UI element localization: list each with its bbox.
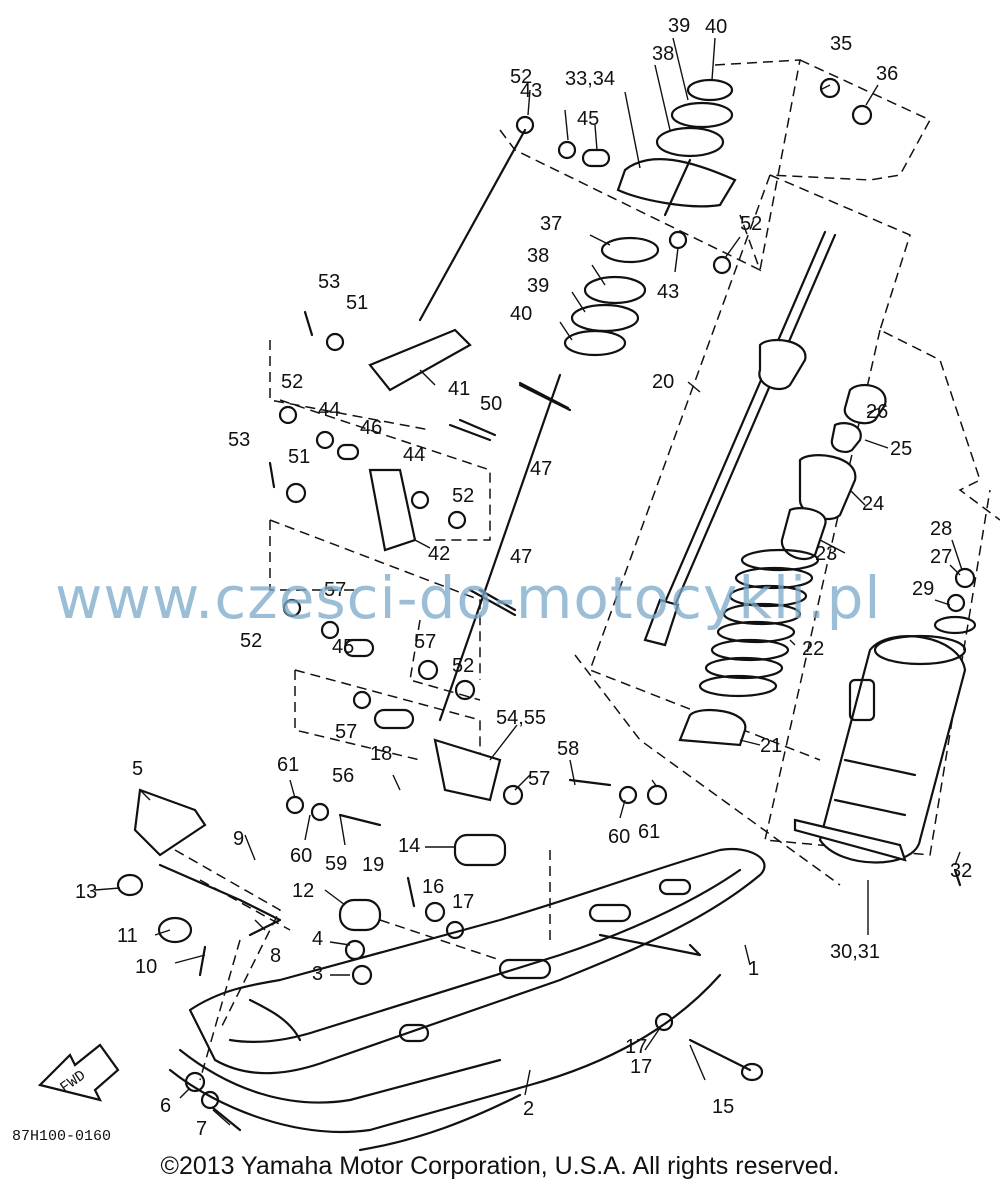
part-callout: 17 xyxy=(452,891,474,913)
part-callout: 12 xyxy=(292,880,314,902)
part-callout: 56 xyxy=(332,765,354,787)
rubber-boot xyxy=(793,634,967,864)
drawing-code: 87H100-0160 xyxy=(12,1128,111,1145)
part-callout: 32 xyxy=(950,860,972,882)
shock-absorber xyxy=(643,230,887,747)
part-callout: 37 xyxy=(540,213,562,235)
part-callout: 17 xyxy=(630,1056,652,1078)
part-callout: 30,31 xyxy=(830,941,880,963)
part-callout: 2 xyxy=(523,1098,534,1120)
part-callout: 40 xyxy=(705,16,727,38)
part-callout: 39 xyxy=(527,275,549,297)
part-callout: 38 xyxy=(652,43,674,65)
part-callout: 51 xyxy=(288,446,310,468)
part-callout: 42 xyxy=(428,543,450,565)
part-callout: 44 xyxy=(403,444,425,466)
part-callout: 46 xyxy=(360,417,382,439)
part-callout: 6 xyxy=(160,1095,171,1117)
part-callout: 15 xyxy=(712,1096,734,1118)
part-callout: 44 xyxy=(318,399,340,421)
part-callout: 60 xyxy=(608,826,630,848)
part-callout: 1 xyxy=(748,958,759,980)
part-callout: 29 xyxy=(912,578,934,600)
part-callout: 52 xyxy=(452,485,474,507)
part-callout: 10 xyxy=(135,956,157,978)
part-callout: 21 xyxy=(760,735,782,757)
part-callout: 33,34 xyxy=(565,68,615,90)
part-callout: 4 xyxy=(312,928,323,950)
part-callout: 45 xyxy=(332,636,354,658)
part-callout: 16 xyxy=(422,876,444,898)
part-callout: 47 xyxy=(510,546,532,568)
part-callout: 61 xyxy=(277,754,299,776)
part-callout: 53 xyxy=(318,271,340,293)
forward-arrow-icon: FWD xyxy=(37,1043,120,1102)
part-callout: 60 xyxy=(290,845,312,867)
part-callout: 24 xyxy=(862,493,884,515)
ski-assembly xyxy=(168,847,766,1152)
part-callout: 51 xyxy=(346,292,368,314)
part-callout: 18 xyxy=(370,743,392,765)
part-callout: 58 xyxy=(557,738,579,760)
part-callout: 59 xyxy=(325,853,347,875)
part-callout: 45 xyxy=(577,108,599,130)
part-callout: 41 xyxy=(448,378,470,400)
callout-labels: 1234567891011121314151617171718192021222… xyxy=(75,15,972,1140)
part-callout: 5 xyxy=(132,758,143,780)
copyright-notice: ©2013 Yamaha Motor Corporation, U.S.A. A… xyxy=(160,1152,840,1180)
part-callout: 52 xyxy=(510,66,532,88)
part-callout: 25 xyxy=(890,438,912,460)
watermark-text: www.czesci-do-motocykli.pl xyxy=(55,564,882,632)
part-callout: 61 xyxy=(638,821,660,843)
part-callout: 13 xyxy=(75,881,97,903)
part-callout: 54,55 xyxy=(496,707,546,729)
part-callout: 23 xyxy=(815,543,837,565)
part-callout: 50 xyxy=(480,393,502,415)
part-callout: 52 xyxy=(281,371,303,393)
part-callout: 8 xyxy=(270,945,281,967)
part-callout: 11 xyxy=(117,925,138,947)
upper-assembly xyxy=(418,78,737,722)
part-callout: 53 xyxy=(228,429,250,451)
part-callout: 39 xyxy=(668,15,690,37)
part-callout: 52 xyxy=(452,655,474,677)
part-callout: 7 xyxy=(196,1118,207,1140)
linkage-arms xyxy=(338,328,612,827)
part-callout: 20 xyxy=(652,371,674,393)
part-callout: 19 xyxy=(362,854,384,876)
part-callout: 43 xyxy=(657,281,679,303)
part-callout: 22 xyxy=(802,638,824,660)
part-callout: 52 xyxy=(740,213,762,235)
part-callout: 26 xyxy=(866,401,888,423)
part-callout: 43 xyxy=(520,80,542,102)
part-callout: 52 xyxy=(240,630,262,652)
part-callout: 3 xyxy=(312,963,323,985)
part-callout: 38 xyxy=(527,245,549,267)
part-callout: 27 xyxy=(930,546,952,568)
part-callout: 17 xyxy=(625,1036,647,1058)
hardware xyxy=(184,77,977,1132)
part-callout: 47 xyxy=(530,458,552,480)
part-callout: 57 xyxy=(335,721,357,743)
front-handle xyxy=(116,788,764,1082)
leader-lines xyxy=(94,37,963,1126)
coil-spring xyxy=(698,548,820,698)
part-callout: 9 xyxy=(233,828,244,850)
part-callout: 36 xyxy=(876,63,898,85)
part-callout: 28 xyxy=(930,518,952,540)
part-callout: 14 xyxy=(398,835,420,857)
part-callout: 40 xyxy=(510,303,532,325)
part-callout: 57 xyxy=(324,579,346,601)
part-callout: 57 xyxy=(528,768,550,790)
part-callout: 35 xyxy=(830,33,852,55)
part-callout: 57 xyxy=(414,631,436,653)
